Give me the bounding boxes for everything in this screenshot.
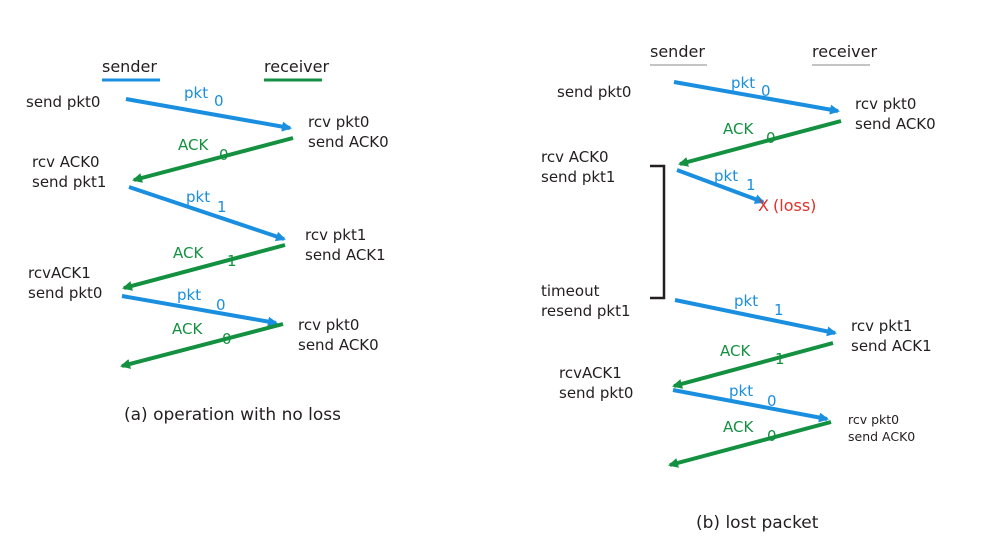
receiver-event: rcv pkt1 xyxy=(851,317,912,335)
msg-label: pkt xyxy=(731,74,755,92)
panel-b: sender receiver send pkt0 rcv ACK0 send … xyxy=(541,42,936,533)
msg-seq: 1 xyxy=(774,301,784,319)
msg-seq: 1 xyxy=(775,350,785,368)
receiver-event: send ACK1 xyxy=(851,337,932,355)
msg-seq: 1 xyxy=(227,252,237,270)
msg-label: ACK xyxy=(723,418,754,436)
msg-label: ACK xyxy=(173,244,204,262)
msg-label: pkt xyxy=(729,382,753,400)
receiver-event: rcv pkt0 xyxy=(298,316,359,334)
sender-event: send pkt0 xyxy=(559,384,633,402)
ack-arrow xyxy=(668,420,832,468)
ack-arrow xyxy=(132,136,294,183)
ack-arrow xyxy=(672,341,834,389)
msg-label: pkt xyxy=(184,84,208,102)
caption-b: (b) lost packet xyxy=(696,513,819,533)
sender-event: rcv ACK0 xyxy=(32,153,100,171)
receiver-event: rcv pkt0 xyxy=(848,412,899,427)
sender-event: timeout xyxy=(541,282,600,300)
sender-event: send pkt0 xyxy=(26,93,100,111)
msg-label: pkt xyxy=(714,167,738,185)
pkt-arrow xyxy=(121,294,278,327)
sender-header: sender xyxy=(102,57,157,76)
receiver-event: send ACK0 xyxy=(308,133,389,151)
msg-seq: 0 xyxy=(214,92,224,110)
sender-event: send pkt0 xyxy=(28,284,102,302)
sender-event: rcvACK1 xyxy=(559,364,622,382)
ack-arrow xyxy=(678,119,842,167)
msg-label: ACK xyxy=(720,342,751,360)
msg-seq: 0 xyxy=(761,82,771,100)
ack-arrow xyxy=(122,243,286,291)
loss-label: (loss) xyxy=(773,196,816,215)
msg-seq: 0 xyxy=(222,330,232,348)
sender-event: resend pkt1 xyxy=(541,302,631,320)
pkt-arrow xyxy=(125,97,292,132)
sender-event: send pkt1 xyxy=(541,168,615,186)
msg-label: pkt xyxy=(177,286,201,304)
sender-event: rcvACK1 xyxy=(28,264,91,282)
msg-label: ACK xyxy=(723,120,754,138)
timeout-bracket xyxy=(650,164,666,300)
msg-seq: 1 xyxy=(217,198,227,216)
msg-seq: 1 xyxy=(746,176,756,194)
msg-seq: 0 xyxy=(767,427,777,445)
msg-seq: 0 xyxy=(219,146,229,164)
msg-label: pkt xyxy=(186,188,210,206)
ack-arrow xyxy=(120,322,284,369)
receiver-event: send ACK0 xyxy=(855,115,936,133)
receiver-event: rcv pkt0 xyxy=(855,95,916,113)
pkt-arrow xyxy=(674,298,837,337)
sender-event: send pkt1 xyxy=(32,173,106,191)
receiver-header: receiver xyxy=(264,57,329,76)
sender-event: rcv ACK0 xyxy=(541,148,609,166)
pkt-arrow xyxy=(673,80,840,115)
sender-header: sender xyxy=(650,42,705,61)
pkt-arrow xyxy=(128,185,286,242)
msg-seq: 0 xyxy=(767,392,777,410)
pkt-arrow xyxy=(672,388,829,423)
receiver-event: send ACK1 xyxy=(305,246,386,264)
receiver-event: send ACK0 xyxy=(298,336,379,354)
loss-x-icon: X xyxy=(758,196,769,215)
receiver-header: receiver xyxy=(812,42,877,61)
receiver-event: rcv pkt1 xyxy=(305,226,366,244)
msg-seq: 0 xyxy=(216,296,226,314)
msg-label: ACK xyxy=(172,320,203,338)
panel-a: sender receiver send pkt0 rcv ACK0 send … xyxy=(26,57,389,425)
msg-label: ACK xyxy=(178,136,209,154)
receiver-event: rcv pkt0 xyxy=(308,113,369,131)
msg-label: pkt xyxy=(734,292,758,310)
caption-a: (a) operation with no loss xyxy=(124,405,341,425)
sender-event: send pkt0 xyxy=(557,83,631,101)
msg-seq: 0 xyxy=(766,129,776,147)
receiver-event: send ACK0 xyxy=(848,429,915,444)
pkt-arrow-lost xyxy=(676,168,765,204)
